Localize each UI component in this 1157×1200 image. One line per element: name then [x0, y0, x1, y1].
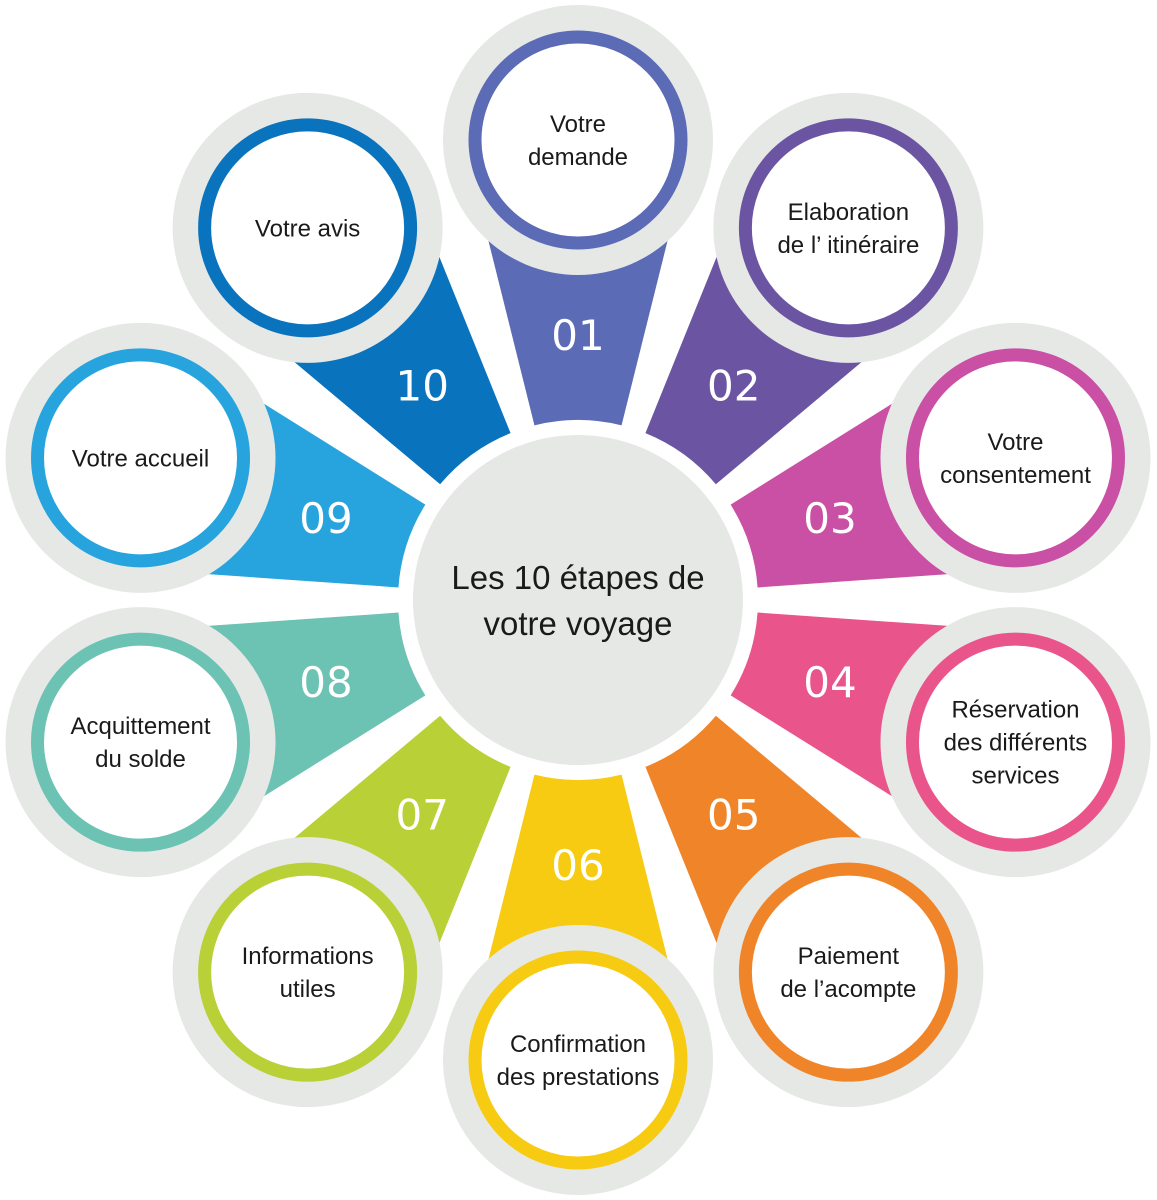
step-circle-10 — [198, 118, 418, 338]
step-label-10: Votre avis — [255, 215, 360, 242]
step-number-08: 08 — [299, 658, 352, 707]
step-circle-02 — [738, 118, 958, 338]
step-number-06: 06 — [551, 841, 604, 890]
step-number-01: 01 — [551, 311, 604, 360]
step-circle-03 — [905, 348, 1125, 568]
step-circle-01 — [468, 30, 688, 250]
step-circle-08 — [31, 632, 251, 852]
step-circle-07 — [198, 862, 418, 1082]
step-numbers: 01 02 03 04 05 06 07 08 09 10 — [299, 311, 857, 890]
step-number-05: 05 — [707, 790, 760, 839]
step-circle-06 — [468, 950, 688, 1170]
step-number-02: 02 — [707, 362, 760, 411]
step-circle-05 — [738, 862, 958, 1082]
step-circle-04 — [905, 632, 1125, 852]
step-circle-09 — [31, 348, 251, 568]
step-number-07: 07 — [396, 790, 449, 839]
step-label-09: Votre accueil — [72, 445, 209, 472]
step-number-04: 04 — [803, 658, 856, 707]
step-circles — [31, 30, 1125, 1170]
center-circle — [413, 435, 743, 765]
step-number-09: 09 — [299, 494, 352, 543]
step-number-10: 10 — [396, 362, 449, 411]
step-number-03: 03 — [803, 494, 856, 543]
